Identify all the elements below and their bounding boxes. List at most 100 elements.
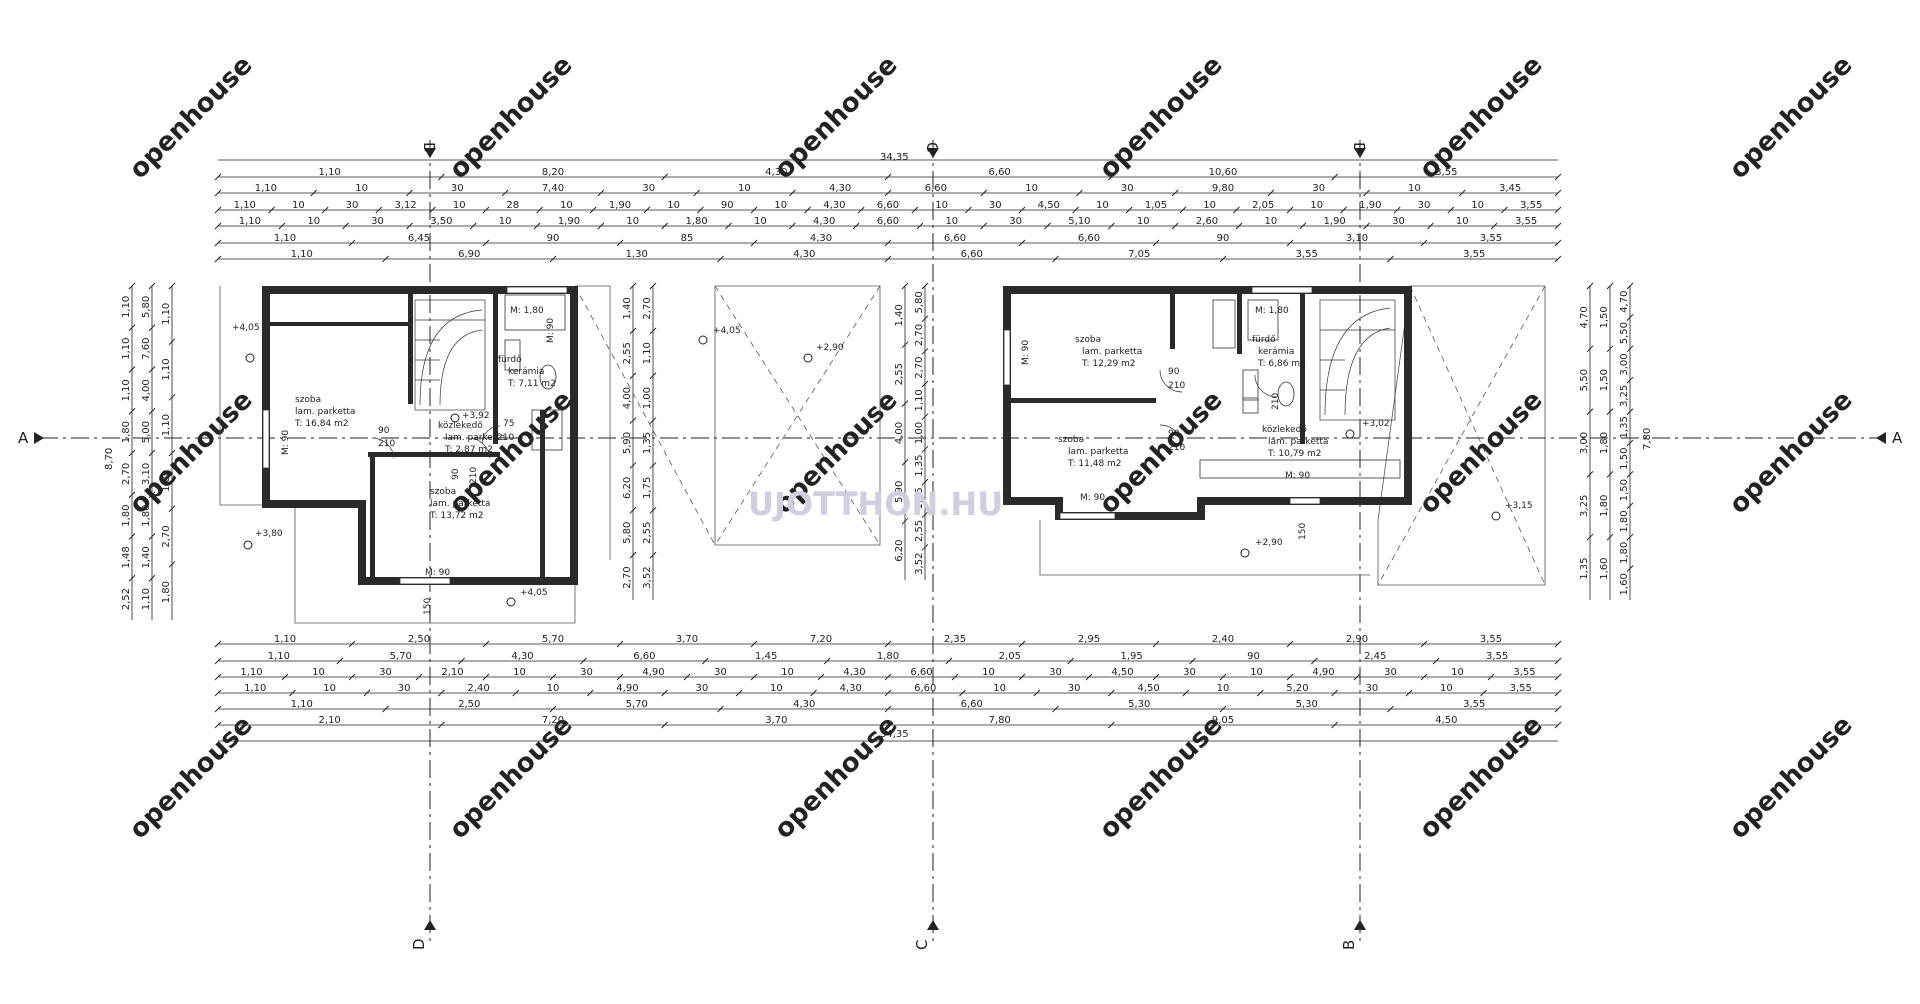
dim-top-tick xyxy=(1152,239,1160,247)
axis-label-d-top: D xyxy=(420,142,438,154)
dim-top-value: 10 xyxy=(754,216,767,227)
dim-right-tick xyxy=(1626,533,1634,541)
dim-bottom-tick xyxy=(1107,721,1115,729)
dim-bottom-value: 1,10 xyxy=(291,699,313,710)
dim-bottom-value: 30 xyxy=(580,667,593,678)
room-area: T: 11,48 m2 xyxy=(1067,459,1122,469)
dim-mid-tick xyxy=(921,347,929,355)
dim-bottom-tick xyxy=(1152,640,1160,648)
window-label: M: 1,80 xyxy=(510,306,544,316)
dim-right-tick xyxy=(1626,502,1634,510)
dim-top-tick xyxy=(406,189,413,197)
watermark-logo: openhouse xyxy=(1414,50,1549,185)
dim-bottom-tick xyxy=(1189,657,1196,665)
axis-label-b-bottom: B xyxy=(1340,940,1358,950)
dim-left-value: 1,10 xyxy=(161,358,172,380)
dim-left-tick xyxy=(168,449,176,457)
room-floor: lam. parketta xyxy=(1268,437,1328,447)
dim-top-tick xyxy=(1363,189,1370,197)
dim-top-tick xyxy=(214,206,222,214)
dim-mid-tick xyxy=(901,459,909,466)
dim-bottom-tick xyxy=(1033,689,1041,697)
dim-left-value: 1,80 xyxy=(121,421,132,443)
dim-bottom-value: 10 xyxy=(323,683,336,694)
dim-mid-tick xyxy=(649,551,657,559)
room-area: T: 13,72 m2 xyxy=(429,511,484,521)
dim-top-value: 90 xyxy=(547,233,560,244)
axis-label-d-bottom: D xyxy=(410,938,428,950)
dim-mid-value: 2,55 xyxy=(642,522,653,544)
dim-mid-value: 6,20 xyxy=(622,477,633,499)
dim-right-tick xyxy=(1586,345,1594,353)
dim-top-value: 3,55 xyxy=(1296,249,1318,260)
dim-bottom-tick xyxy=(884,705,892,713)
dim-left-value: 2,70 xyxy=(121,463,132,485)
dim-bottom-value: 30 xyxy=(714,667,727,678)
dim-top-tick xyxy=(643,206,651,214)
dim-bottom-tick xyxy=(884,689,892,697)
dim-top-tick xyxy=(697,206,704,214)
dim-left-tick xyxy=(168,282,176,290)
dim-top-tick xyxy=(750,239,758,247)
dim-top-value: 4,50 xyxy=(1038,200,1060,211)
dim-left-tick xyxy=(168,505,176,513)
dim-right-value: 3,00 xyxy=(1619,353,1630,375)
dim-mid-tick xyxy=(649,327,657,335)
dim-bottom-tick xyxy=(214,689,222,697)
dim-top-value: 10 xyxy=(1408,183,1421,194)
dim-mid-value: 1,00 xyxy=(914,422,925,444)
dim-left-value: 1,10 xyxy=(121,379,132,401)
dim-top-value: 6,60 xyxy=(1078,233,1100,244)
dim-top-value: 1,90 xyxy=(1359,200,1381,211)
dim-top-value: 3,55 xyxy=(1480,233,1502,244)
room-name: fürdő xyxy=(498,355,522,365)
dim-mid-value: 2,70 xyxy=(622,566,633,588)
dim-bottom-value: 5,70 xyxy=(390,651,412,662)
dim-top-value: 90 xyxy=(1217,233,1230,244)
dim-bottom-tick xyxy=(817,673,825,681)
dim-right-value: 5,50 xyxy=(1579,369,1590,391)
dim-mid-tick xyxy=(901,517,909,525)
dim-top-tick xyxy=(1018,206,1026,214)
dim-bottom-tick xyxy=(1387,705,1394,713)
dim-top-tick xyxy=(884,189,892,197)
door-swings-right xyxy=(1159,369,1278,448)
dim-mid-tick xyxy=(901,341,909,349)
dim-top-value: 3,55 xyxy=(1435,167,1457,178)
dim-mid-tick xyxy=(921,511,929,519)
door-size: 90 xyxy=(1168,429,1180,439)
dim-top-tick xyxy=(965,206,972,214)
axis-lines xyxy=(40,140,1880,945)
room-name: közlekedő xyxy=(1262,425,1307,435)
dim-bottom-value: 7,80 xyxy=(989,715,1011,726)
dim-top-value: 30 xyxy=(989,200,1002,211)
dim-top-tick xyxy=(382,255,389,263)
dim-top-tick xyxy=(1171,189,1179,197)
level-label: +3,02 xyxy=(1362,419,1390,429)
dim-right-value: 3,00 xyxy=(1579,432,1590,454)
dim-right-tick xyxy=(1626,565,1634,572)
dim-top-value: 6,60 xyxy=(877,216,899,227)
dim-bottom-tick xyxy=(810,689,817,697)
dim-bottom-value: 2,05 xyxy=(999,651,1021,662)
dim-bottom-tick xyxy=(959,689,966,697)
dim-top-tick xyxy=(214,222,222,230)
room-name: fürdő xyxy=(1252,335,1276,345)
dim-top-tick xyxy=(1501,206,1508,214)
dim-left-tick xyxy=(148,449,156,457)
dim-left-tick xyxy=(148,491,156,499)
dim-mid-value: 1,00 xyxy=(642,387,653,409)
dim-bottom-value: 5,70 xyxy=(626,699,648,710)
dim-bottom-value: 3,55 xyxy=(1480,634,1502,645)
dim-left-value: 1,10 xyxy=(161,303,172,325)
dim-left-tick xyxy=(168,560,176,568)
dim-bottom-tick xyxy=(884,721,892,729)
dim-top-tick xyxy=(911,206,919,214)
dim-left-tick xyxy=(128,407,136,415)
dim-bottom-value: 4,50 xyxy=(1137,683,1159,694)
dim-right-value: 5,50 xyxy=(1619,322,1630,344)
axis-label-c-bottom: C xyxy=(913,940,931,950)
dim-bottom-value: 30 xyxy=(1366,683,1379,694)
dim-top-tick xyxy=(1299,222,1307,230)
dim-left-value: 1,10 xyxy=(141,588,152,610)
